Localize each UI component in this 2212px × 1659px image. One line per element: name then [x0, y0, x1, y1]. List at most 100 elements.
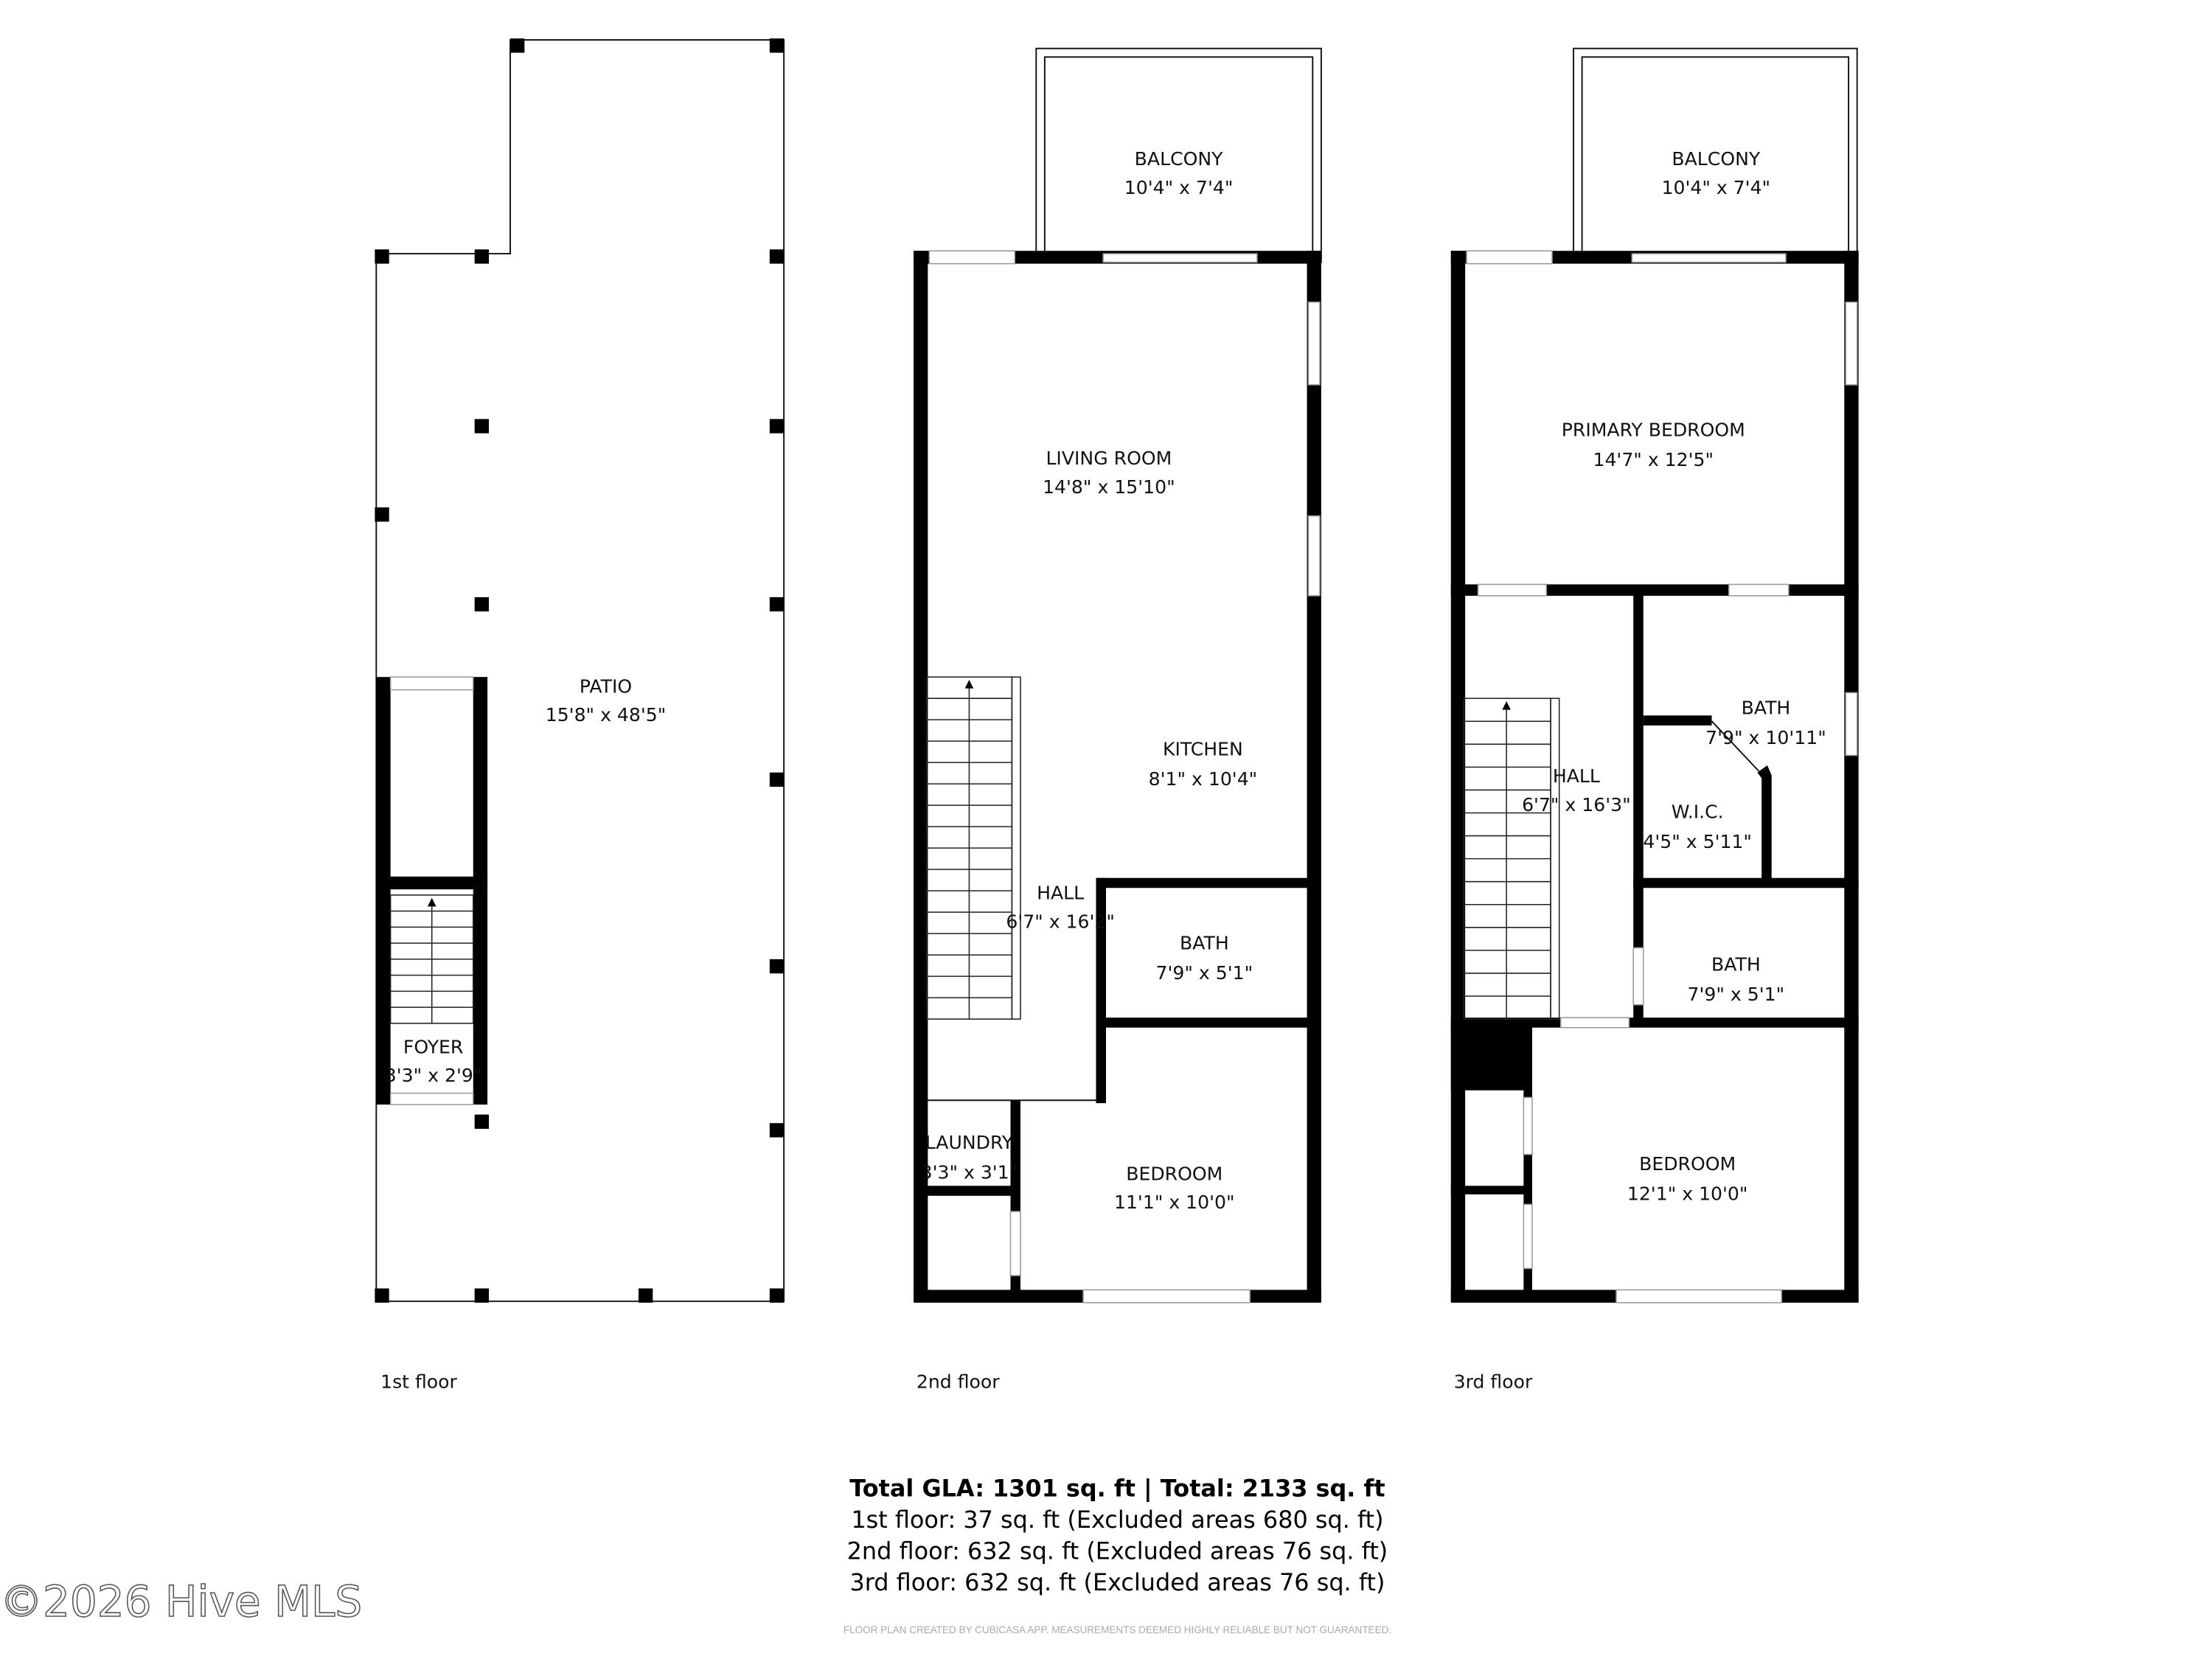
- door: [1009, 1211, 1021, 1276]
- room-size: 10'4" x 7'4": [1124, 177, 1234, 198]
- foyer-stairs: [389, 894, 474, 1024]
- interior-wall: [1097, 1018, 1312, 1028]
- door: [1523, 1203, 1533, 1270]
- room-name: BALCONY: [1135, 148, 1223, 170]
- door: [1477, 583, 1548, 597]
- door: [1728, 583, 1790, 597]
- room-name: BEDROOM: [1639, 1153, 1736, 1175]
- patio-post: [510, 38, 525, 53]
- patio-post: [375, 249, 389, 264]
- patio-post: [375, 1288, 389, 1303]
- room-name: W.I.C.: [1672, 801, 1724, 823]
- floor-label: 3rd floor: [1454, 1371, 1533, 1393]
- room-name: HALL: [1037, 883, 1084, 904]
- room-size: 7'9" x 5'1": [1688, 984, 1785, 1005]
- stair-rail: [1550, 698, 1560, 1020]
- patio-post: [474, 597, 490, 612]
- exterior-wall: [1307, 251, 1321, 1301]
- foyer-door: [389, 1092, 474, 1105]
- interior-wall: [1523, 1023, 1532, 1301]
- foyer-wall: [473, 677, 488, 1105]
- stairs: [1463, 698, 1560, 1020]
- patio-post: [769, 419, 785, 434]
- room-size: 3'3" x 3'1": [921, 1162, 1018, 1183]
- door: [1559, 1017, 1630, 1029]
- patio-post: [769, 772, 785, 787]
- window: [928, 250, 1016, 265]
- exterior-wall: [1450, 251, 1466, 1301]
- room-name: BEDROOM: [1126, 1164, 1222, 1185]
- room-size: 8'1" x 10'4": [1149, 768, 1258, 790]
- interior-wall: [1450, 1186, 1528, 1194]
- patio-posts: [375, 38, 785, 1303]
- patio-post: [474, 1114, 490, 1129]
- interior-wall: [1633, 590, 1644, 1026]
- room-size: 10'4" x 7'4": [1662, 177, 1771, 198]
- room-size: 6'7" x 16'3": [1522, 794, 1631, 815]
- room-size: 15'8" x 48'5": [546, 704, 667, 726]
- patio-outline: [375, 39, 785, 1302]
- room-name: FOYER: [403, 1036, 463, 1057]
- room-name: KITCHEN: [1163, 738, 1243, 759]
- window: [1082, 1289, 1251, 1304]
- patio-post: [638, 1288, 653, 1303]
- interior-wall: [1097, 877, 1312, 888]
- disclaimer: FLOOR PLAN CREATED BY CUBICASA APP. MEAS…: [844, 1624, 1391, 1635]
- total-area: Total GLA: 1301 sq. ft | Total: 2133 sq.…: [849, 1475, 1385, 1503]
- patio-post: [769, 1123, 785, 1138]
- interior-wall: [1643, 715, 1712, 726]
- stair-arrow-icon: [964, 680, 974, 689]
- window: [1845, 302, 1858, 386]
- interior-wall: [1096, 877, 1106, 1104]
- floor-label: 2nd floor: [917, 1371, 1000, 1393]
- room-size: 7'9" x 5'1": [1156, 962, 1253, 984]
- room-name: BATH: [1180, 932, 1229, 953]
- room-name: LAUNDRY: [925, 1132, 1014, 1153]
- interior-wall: [1633, 877, 1859, 888]
- window: [1615, 1289, 1783, 1304]
- floor-area: 1st floor: 37 sq. ft (Excluded areas 680…: [851, 1506, 1383, 1534]
- patio-post: [769, 959, 785, 974]
- first-floor-plan: PATIO 15'8" x 48'5" FOYER 3'3" x 2'9" 1s…: [375, 38, 785, 1393]
- patio-post: [769, 249, 785, 264]
- wic-door: [1711, 720, 1760, 772]
- foyer-window: [389, 676, 474, 691]
- interior-wall: [923, 1186, 1015, 1196]
- foyer-wall: [376, 876, 488, 890]
- window: [1307, 302, 1321, 386]
- floor-label: 1st floor: [380, 1371, 457, 1393]
- floor-area: 3rd floor: 632 sq. ft (Excluded areas 76…: [849, 1568, 1385, 1596]
- exterior-wall: [1844, 251, 1859, 1301]
- patio-post: [769, 1288, 785, 1303]
- third-floor-plan: BALCONY 10'4" x 7'4" PRIMARY BEDROOM 14'…: [1450, 47, 1859, 1393]
- room-size: 3'3" x 2'9": [385, 1065, 482, 1086]
- patio-post: [769, 597, 785, 612]
- foyer-wall: [376, 677, 391, 1105]
- chimney-block: [1450, 1023, 1528, 1091]
- room-name: BATH: [1742, 697, 1791, 718]
- room-size: 11'1" x 10'0": [1114, 1192, 1235, 1213]
- room-size: 6'7" x 16'2": [1006, 911, 1115, 932]
- patio-post: [474, 419, 490, 434]
- balcony-door: [1631, 253, 1787, 263]
- patio-post: [375, 507, 389, 522]
- room-name: HALL: [1553, 765, 1600, 787]
- room-name: BATH: [1711, 953, 1761, 975]
- stair-rail: [1011, 676, 1021, 1020]
- interior-wall: [1450, 1018, 1859, 1028]
- stairs: [925, 676, 1021, 1020]
- floor-area: 2nd floor: 632 sq. ft (Excluded areas 76…: [847, 1537, 1388, 1565]
- room-name: BALCONY: [1672, 148, 1760, 170]
- room-name: PRIMARY BEDROOM: [1562, 419, 1745, 440]
- patio-post: [769, 38, 785, 53]
- window: [1307, 515, 1321, 597]
- area-summary: Total GLA: 1301 sq. ft | Total: 2133 sq.…: [847, 1475, 1388, 1597]
- balcony-door: [1102, 253, 1258, 263]
- stair-arrow-icon: [1502, 701, 1511, 710]
- stair-arrow-icon: [427, 897, 437, 907]
- room-name: LIVING ROOM: [1046, 448, 1172, 469]
- door: [1632, 947, 1644, 1006]
- exterior-wall: [914, 251, 928, 1301]
- room-name: PATIO: [580, 675, 632, 697]
